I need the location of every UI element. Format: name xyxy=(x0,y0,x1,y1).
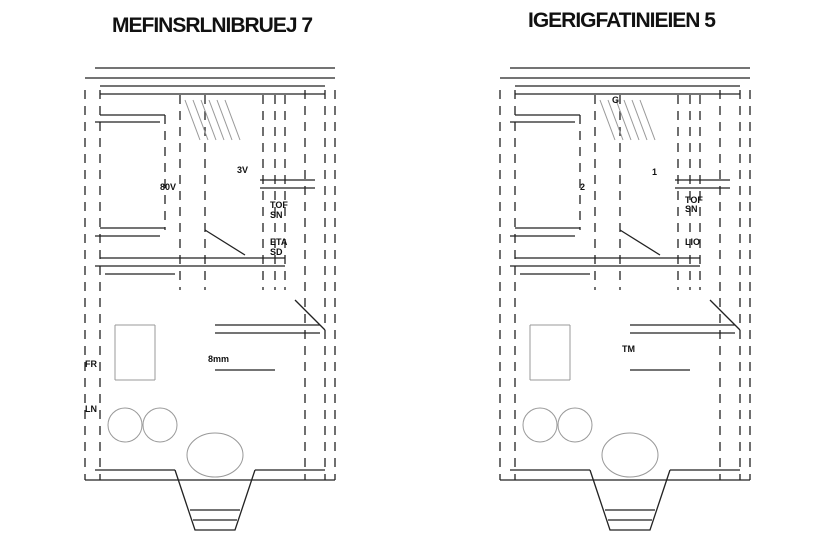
stair-tread xyxy=(200,99,217,141)
round-table xyxy=(522,407,558,443)
round-table xyxy=(107,407,143,443)
room-label: 8mm xyxy=(208,354,229,364)
plan-title-right: IGERIGFATINIEIEN 5 xyxy=(528,9,716,32)
plan-title-left: MEFINSRLNIBRUEJ 7 xyxy=(112,14,312,37)
stair-tread xyxy=(599,99,616,141)
room-label: G xyxy=(612,95,619,105)
round-feature xyxy=(601,432,659,478)
room-label: TOF xyxy=(270,200,288,210)
room-label: SD xyxy=(270,247,283,257)
stair-tread xyxy=(631,99,648,141)
stair-tread xyxy=(216,99,233,141)
room-label: SN xyxy=(270,210,283,220)
room-label: SN xyxy=(685,204,698,214)
stair-tread xyxy=(184,99,201,141)
room-label: 1 xyxy=(652,167,657,177)
room-label: FR xyxy=(85,359,97,369)
stair-tread xyxy=(639,99,656,141)
room-label: ETA xyxy=(270,237,288,247)
room-label: TM xyxy=(622,344,635,354)
diagonal-wall xyxy=(619,229,661,256)
bay-window xyxy=(174,469,256,531)
room-label: 80V xyxy=(160,182,176,192)
room-label: 2 xyxy=(580,182,585,192)
diagonal-wall xyxy=(204,229,246,256)
room-label: LN xyxy=(85,404,97,414)
room-label: TOF xyxy=(685,195,703,205)
round-feature xyxy=(186,432,244,478)
stair-tread xyxy=(607,99,624,141)
stair-tread xyxy=(208,99,225,141)
stair-tread xyxy=(224,99,241,141)
room-label: 3V xyxy=(237,165,248,175)
stair-tread xyxy=(623,99,640,141)
stair-tread xyxy=(615,99,632,141)
stair-tread xyxy=(192,99,209,141)
round-table xyxy=(557,407,593,443)
round-table xyxy=(142,407,178,443)
bay-window xyxy=(589,469,671,531)
room-label: LIO xyxy=(685,237,700,247)
